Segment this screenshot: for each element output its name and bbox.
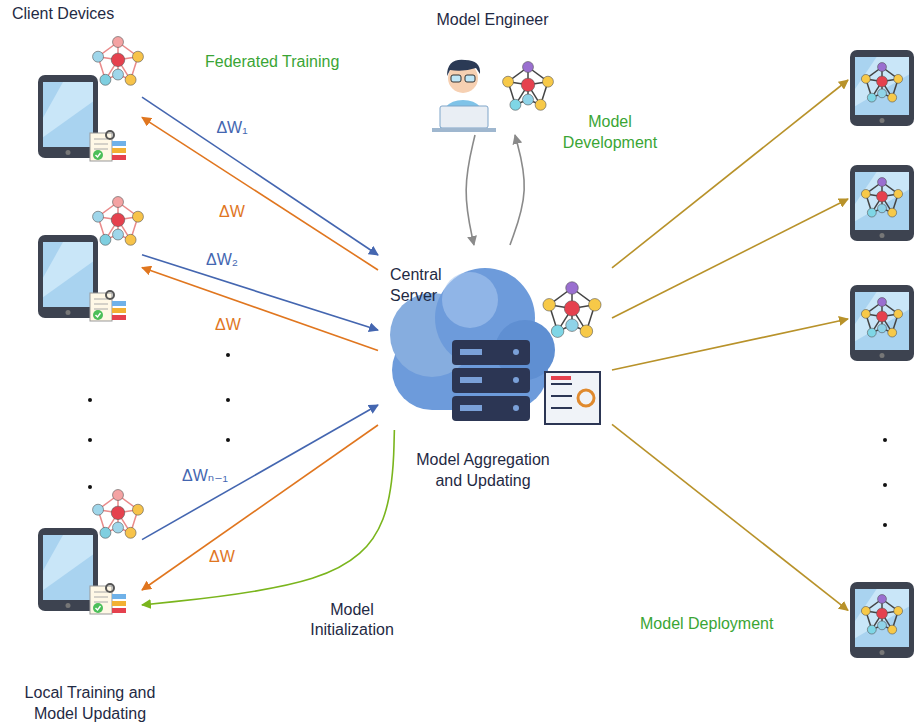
column-heading: Client Devices: [12, 4, 114, 25]
node-label: Central Server: [390, 265, 470, 307]
document-icon: [90, 131, 126, 161]
flow-arrow: [612, 199, 848, 318]
flow-arrow: [466, 135, 475, 245]
edge-label: ΔW: [216, 202, 248, 222]
flow-arrow: [142, 405, 378, 540]
ellipsis-dot: [88, 398, 92, 402]
network-icon: [861, 595, 902, 634]
stage-label: Federated Training: [205, 52, 339, 73]
server-node: Central ServerModel Aggregation and Upda…: [378, 245, 612, 430]
tablet-icon: [850, 165, 914, 241]
ellipsis-dot: [88, 485, 92, 489]
device-node: [35, 45, 142, 172]
device-node: [848, 163, 916, 243]
stage-label: Model Development: [560, 112, 660, 154]
edge-label: Model Initialization: [294, 600, 410, 640]
tablet-icon: [38, 528, 98, 611]
flow-arrow: [612, 80, 848, 268]
ellipsis-dot: [226, 398, 230, 402]
device-node: Local Training and Model Updating: [35, 500, 142, 620]
flow-arrow: [612, 424, 848, 610]
device-node: [848, 283, 916, 363]
document-icon: [90, 584, 126, 614]
flow-arrow: [142, 97, 378, 255]
flow-arrow: [612, 319, 848, 370]
device-node: [35, 210, 142, 325]
network-icon: [93, 37, 144, 86]
node-label: Model Engineer: [420, 10, 565, 31]
edge-label: ΔW: [212, 315, 244, 335]
edge-label: ΔWₙ₋₁: [179, 466, 231, 486]
network-icon: [861, 178, 902, 217]
ellipsis-dot: [883, 438, 887, 442]
network-icon: [543, 282, 601, 338]
network-icon: [93, 197, 144, 246]
flow-arrow: [142, 117, 378, 270]
tablet-icon: [850, 285, 914, 361]
network-icon: [861, 298, 902, 337]
document-icon: [90, 291, 126, 321]
tablet-icon: [38, 235, 98, 318]
ellipsis-dot: [88, 438, 92, 442]
flow-arrow: [142, 268, 378, 351]
ellipsis-dot: [226, 438, 230, 442]
flow-arrow: [142, 430, 394, 605]
tablet-icon: [850, 50, 914, 126]
edge-label: ΔW₁: [213, 118, 250, 138]
network-icon: [93, 490, 144, 539]
device-node: [848, 48, 916, 128]
network-icon: [503, 62, 554, 111]
node-label: Local Training and Model Updating: [5, 683, 175, 725]
engineer-node: Model Engineer: [430, 48, 555, 135]
engineer-icon: [432, 60, 496, 132]
stage-label: Model Deployment: [640, 614, 773, 635]
network-icon: [861, 63, 902, 102]
ellipsis-dot: [883, 523, 887, 527]
edge-label: ΔW: [206, 547, 238, 567]
flow-arrow: [142, 255, 378, 330]
edge-label: ΔW₂: [203, 250, 241, 270]
tablet-icon: [38, 75, 98, 158]
tablet-icon: [850, 582, 914, 658]
node-label: Model Aggregation and Updating: [403, 450, 563, 492]
flow-arrow: [510, 135, 524, 245]
ellipsis-dot: [226, 353, 230, 357]
ellipsis-dot: [883, 483, 887, 487]
device-node: [848, 580, 916, 660]
